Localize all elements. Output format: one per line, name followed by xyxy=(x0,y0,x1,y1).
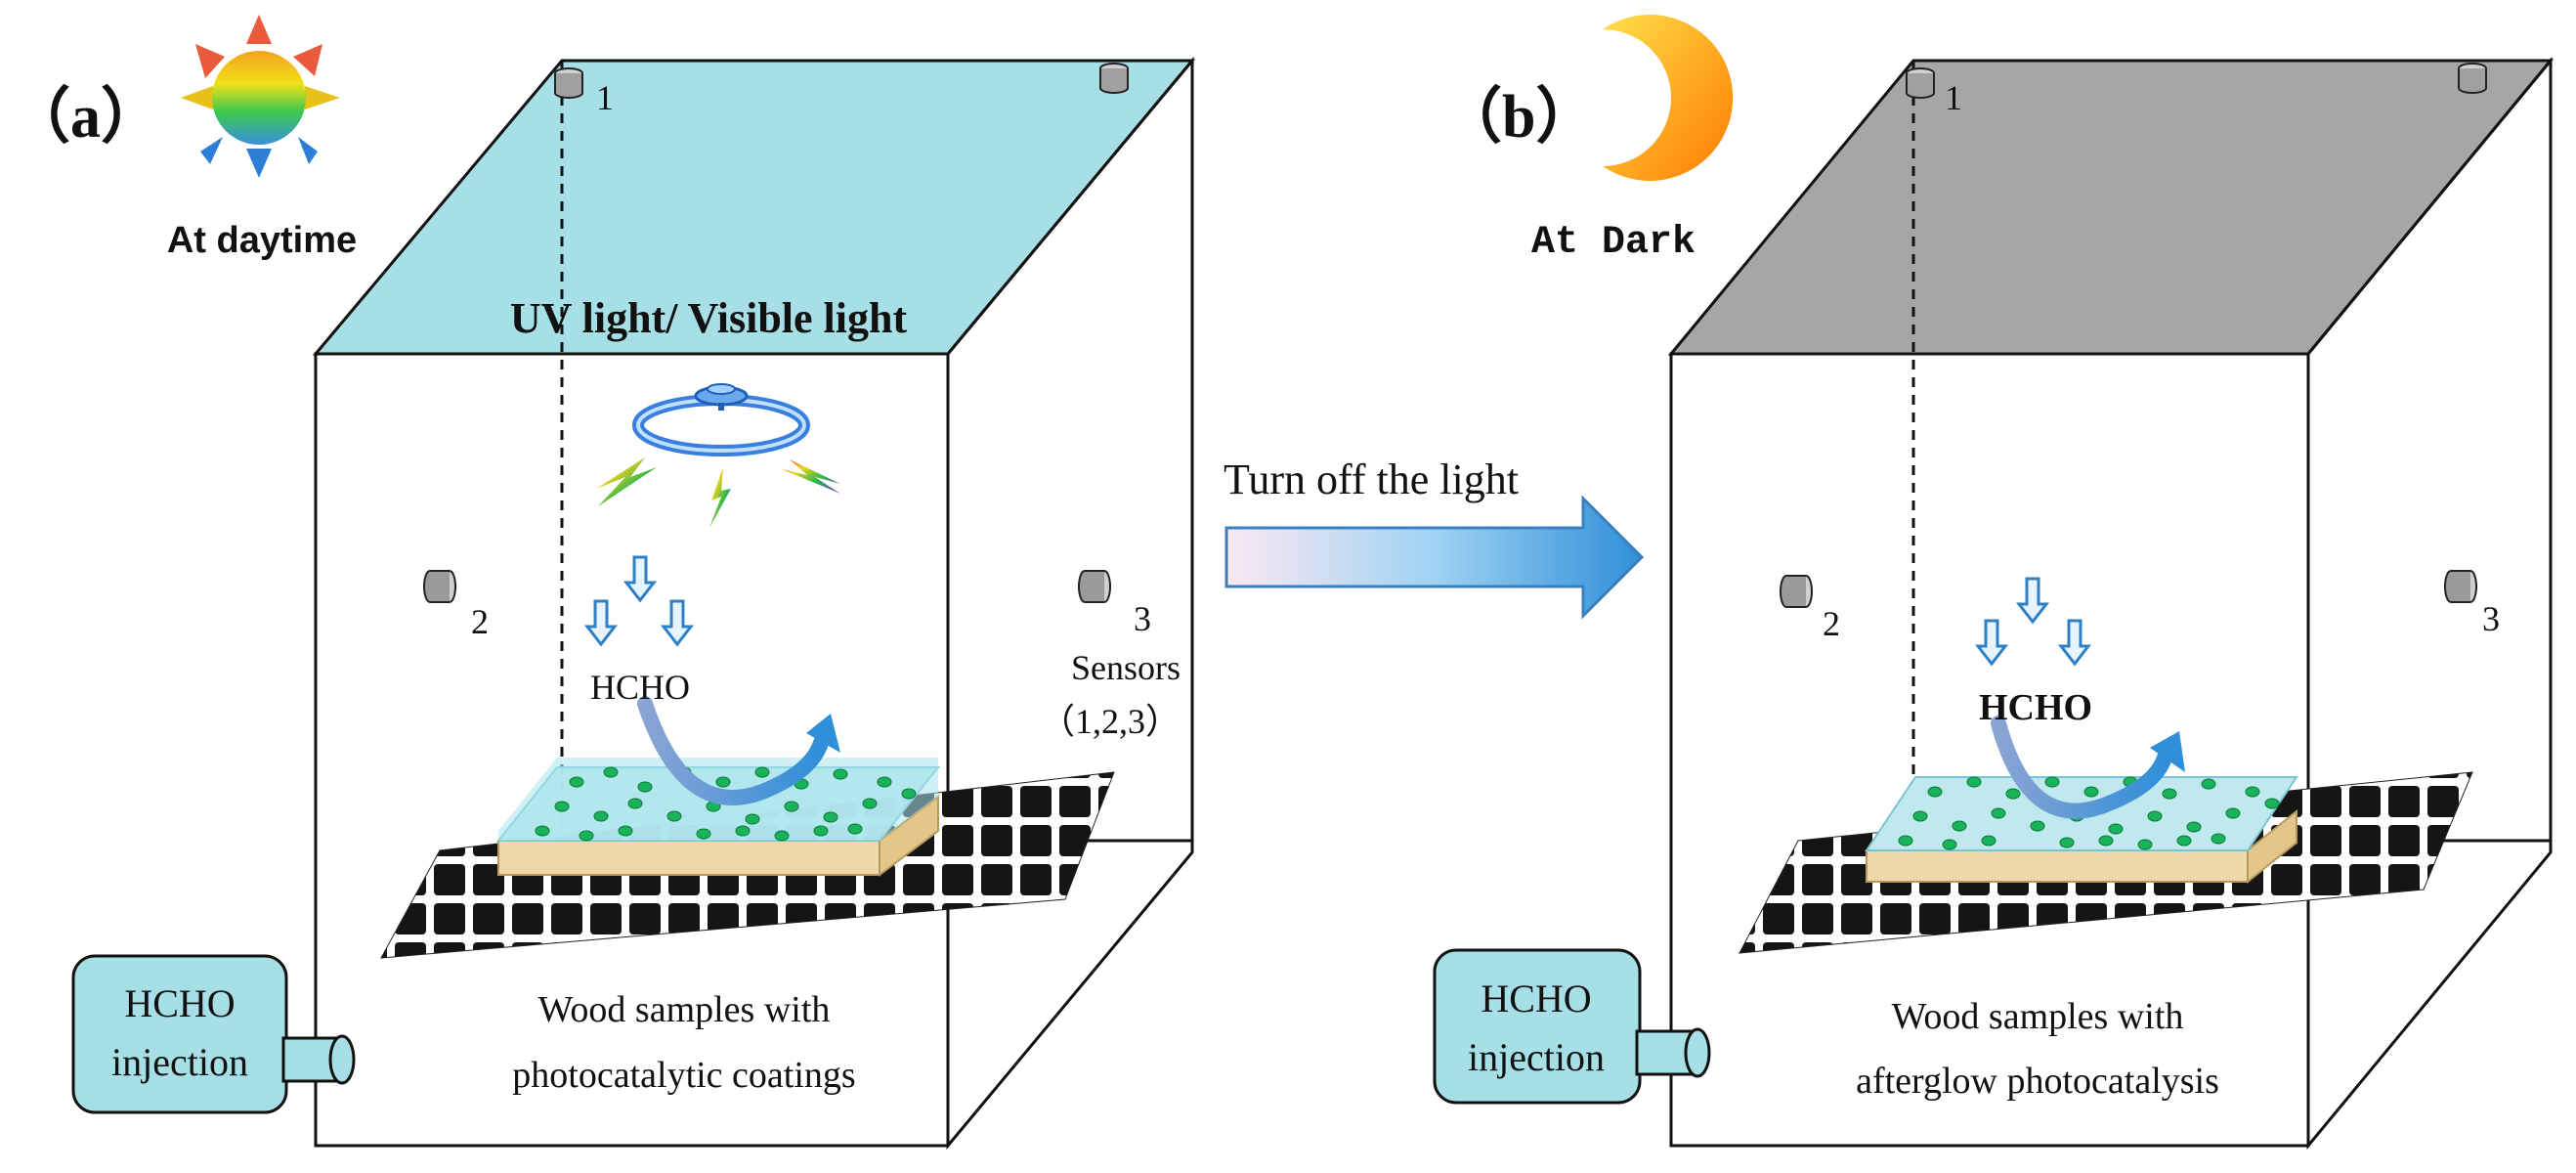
reaction-arrow xyxy=(637,696,829,805)
svg-text:1: 1 xyxy=(1945,78,1962,117)
svg-text:3: 3 xyxy=(2482,599,2500,638)
sensor-icon xyxy=(1906,67,1935,99)
sensor-icon xyxy=(1099,63,1129,94)
wood-sample xyxy=(495,758,941,877)
wood-sample xyxy=(1865,776,2298,885)
sample-caption-line1: Wood samples with xyxy=(1892,996,2184,1037)
sensor-3: 3 xyxy=(2444,570,2500,638)
sensor-icon xyxy=(1078,570,1111,603)
sensor-icon xyxy=(1780,575,1813,608)
hcho-injection-unit: HCHO injection xyxy=(71,954,356,1114)
injection-label-line1: HCHO xyxy=(124,981,235,1025)
sensors-list: （1,2,3） xyxy=(1040,702,1181,741)
uv-lamp-icon xyxy=(632,383,810,456)
panel-a-label: （a） xyxy=(10,82,161,151)
panel-a: HCHO 1 2 3 Sensors （1,2,3） （a） At daytim… xyxy=(10,15,1196,1151)
reaction-arrowhead xyxy=(2150,731,2185,772)
panel-b: HCHO 1 2 3 （b） At Dark Wood samples with… xyxy=(1433,14,2555,1151)
sensor-1: 1 xyxy=(554,67,614,117)
sensor-3: 3 xyxy=(1078,570,1151,638)
ceiling-dark xyxy=(1667,59,2555,356)
time-label-dark: At Dark xyxy=(1531,221,1696,265)
sensor-2: 2 xyxy=(423,570,489,641)
sensor-icon xyxy=(2458,63,2487,94)
injection-label-line2: injection xyxy=(1468,1035,1605,1079)
reaction-arrow xyxy=(1991,716,2172,819)
svg-text:2: 2 xyxy=(1823,604,1840,643)
injection-label-line1: HCHO xyxy=(1481,977,1591,1021)
sample-caption-line1: Wood samples with xyxy=(538,989,831,1030)
injection-label-line2: injection xyxy=(111,1040,248,1084)
catalyst-particles xyxy=(1898,776,2280,850)
sensor-icon xyxy=(2444,570,2477,603)
light-label: UV light/ Visible light xyxy=(510,294,908,342)
sensor-icon xyxy=(554,67,583,99)
hcho-label: HCHO xyxy=(590,668,690,707)
moon-icon xyxy=(1603,14,1734,182)
sensor-1: 1 xyxy=(1906,67,1962,117)
hcho-down-arrows xyxy=(585,555,693,646)
transition-label: Turn off the light xyxy=(1224,456,1519,503)
sensor-2: 2 xyxy=(1780,575,1840,643)
sample-caption-line2: photocatalytic coatings xyxy=(512,1055,855,1096)
panel-b-label: （b） xyxy=(1441,82,1596,151)
svg-text:2: 2 xyxy=(471,602,489,641)
reaction-arrowhead xyxy=(806,714,840,753)
svg-text:3: 3 xyxy=(1134,599,1151,638)
sample-caption-line2: afterglow photocatalysis xyxy=(1856,1061,2219,1102)
svg-text:1: 1 xyxy=(596,78,614,117)
time-label-day: At daytime xyxy=(167,220,357,261)
sun-icon xyxy=(181,15,340,178)
hcho-injection-unit: HCHO injection xyxy=(1433,948,1711,1105)
hcho-down-arrows xyxy=(1976,577,2090,666)
transition-arrow: Turn off the light xyxy=(1224,456,1645,620)
light-rays xyxy=(596,457,840,528)
sensors-title: Sensors xyxy=(1071,648,1181,687)
sensor-icon xyxy=(423,570,456,603)
hcho-label: HCHO xyxy=(1979,687,2092,728)
